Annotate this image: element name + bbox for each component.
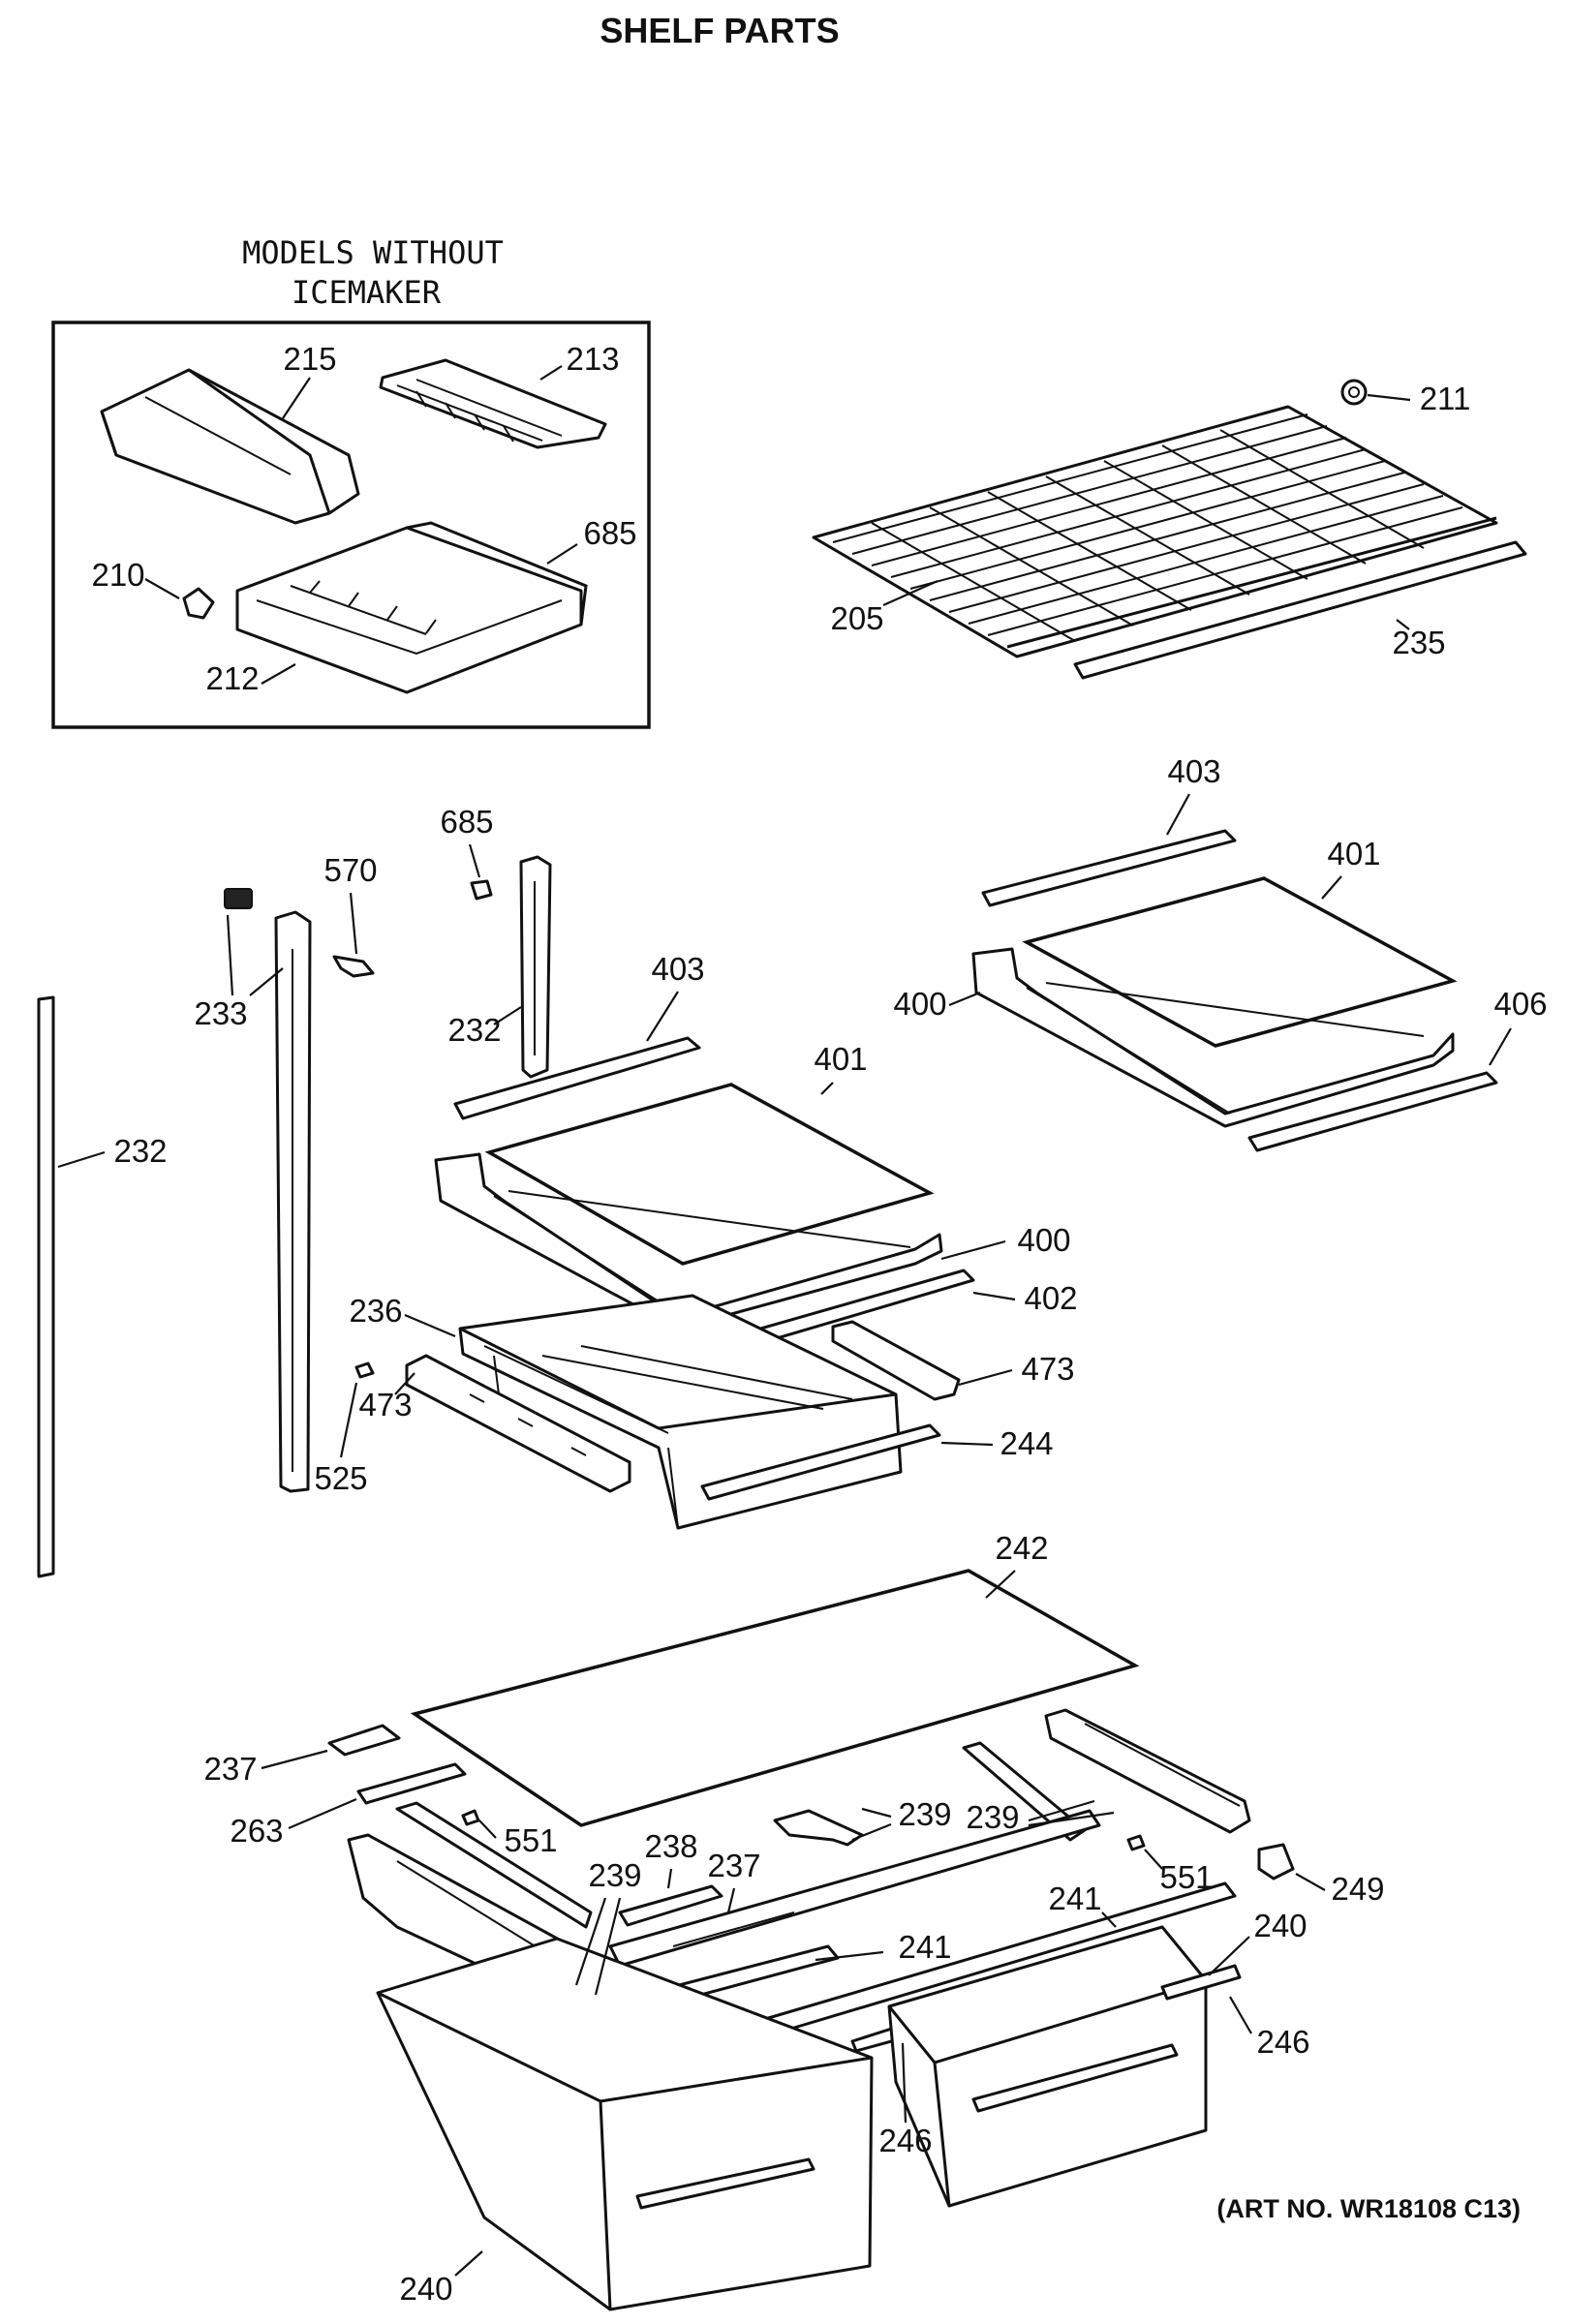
callout-244: 244	[1000, 1425, 1053, 1461]
callout-232a: 232	[447, 1012, 501, 1048]
inset-frame	[51, 321, 651, 729]
callout-205: 205	[830, 600, 883, 636]
callout-473b: 473	[1021, 1351, 1074, 1387]
callout-237a: 237	[203, 1751, 257, 1787]
part-shelf-trim-406	[1247, 1071, 1498, 1152]
callout-551b: 551	[1159, 1859, 1213, 1895]
part-crisper-drawer-240-left	[376, 1937, 908, 2311]
callout-406: 406	[1493, 986, 1547, 1022]
part-cover-support-238	[618, 1884, 723, 1927]
part-shelf-trim-235	[1073, 540, 1527, 680]
callout-685b: 685	[440, 804, 493, 840]
callout-402: 402	[1024, 1280, 1077, 1316]
part-support-frame-right	[962, 1708, 1251, 1842]
callout-210: 210	[91, 557, 144, 593]
art-number: (ART NO. WR18108 C13)	[1216, 2194, 1521, 2223]
part-bushing-211	[1340, 379, 1368, 406]
callout-241b: 241	[898, 1929, 951, 1965]
callout-241a: 241	[1048, 1881, 1101, 1916]
part-screw-685b	[470, 879, 493, 901]
callout-403b: 403	[651, 951, 704, 987]
part-clip-249	[1257, 1843, 1295, 1881]
part-drawer-rail-473b	[831, 1320, 961, 1401]
callout-236: 236	[349, 1293, 402, 1329]
callout-400a: 400	[893, 986, 946, 1022]
part-shelf-trim-403b	[453, 1036, 701, 1120]
callout-215: 215	[283, 341, 336, 377]
part-drawer-rail-473a	[405, 1354, 631, 1493]
part-drawer-trim-244	[700, 1423, 941, 1501]
callout-233: 233	[194, 995, 247, 1031]
callout-400b: 400	[1017, 1222, 1070, 1258]
callout-403a: 403	[1167, 753, 1220, 789]
callout-212: 212	[205, 660, 259, 696]
part-rail-232b	[37, 995, 55, 1578]
part-glass-shelf-401a	[1022, 876, 1458, 1048]
inset-caption-line2: ICEMAKER	[292, 274, 442, 311]
callout-525: 525	[314, 1460, 367, 1496]
callout-239b: 239	[966, 1799, 1019, 1835]
part-ice-tray-213	[379, 358, 607, 449]
callout-246b: 246	[878, 2123, 932, 2158]
callout-246a: 246	[1256, 2024, 1309, 2060]
callout-237b: 237	[707, 1848, 760, 1883]
part-ice-bin-tray-212	[235, 521, 588, 694]
callout-240a: 240	[1253, 1908, 1307, 1943]
callout-242: 242	[995, 1530, 1048, 1566]
part-screw-551a	[461, 1809, 480, 1826]
part-crisper-drawer-240-right	[887, 1925, 1242, 2208]
part-shelf-trim-403a	[981, 829, 1237, 907]
callout-249: 249	[1331, 1871, 1384, 1907]
part-screw-551b	[1126, 1834, 1146, 1851]
callout-401b: 401	[814, 1041, 867, 1077]
callout-235: 235	[1392, 625, 1445, 660]
part-shelf-frame-400a	[971, 947, 1455, 1128]
callout-240b: 240	[399, 2271, 452, 2307]
callout-685a: 685	[583, 515, 636, 551]
callout-570: 570	[323, 852, 377, 888]
callout-239c: 239	[588, 1857, 641, 1893]
callout-551a: 551	[504, 1822, 557, 1858]
part-screw-525	[354, 1361, 375, 1379]
part-ice-bucket-215	[100, 368, 360, 525]
inset-models-without-icemaker: MODELS WITHOUT ICEMAKER 215 213 685	[51, 234, 651, 729]
part-clip-233	[224, 888, 253, 909]
part-cover-trim-263	[356, 1762, 467, 1805]
diagram-title: SHELF PARTS	[600, 11, 839, 50]
callout-239a: 239	[898, 1796, 951, 1832]
callout-238: 238	[644, 1828, 697, 1864]
callout-211: 211	[1420, 381, 1471, 416]
part-glass-shelf-401b	[484, 1083, 935, 1266]
part-screw-570	[332, 955, 375, 978]
inset-caption-line1: MODELS WITHOUT	[242, 234, 504, 271]
callout-263: 263	[230, 1813, 283, 1849]
part-cover-front-trim-237b	[608, 1809, 1101, 1968]
part-cover-trim-237a	[327, 1724, 401, 1757]
part-cover-support-239	[773, 1809, 864, 1847]
callout-473a: 473	[358, 1387, 412, 1422]
callout-232b: 232	[113, 1133, 167, 1169]
part-knob-210	[182, 587, 215, 620]
callout-401a: 401	[1327, 836, 1380, 872]
part-crisper-cover-glass-242	[410, 1569, 1140, 1827]
callout-213: 213	[566, 341, 619, 377]
part-wire-shelf-205	[812, 405, 1498, 658]
